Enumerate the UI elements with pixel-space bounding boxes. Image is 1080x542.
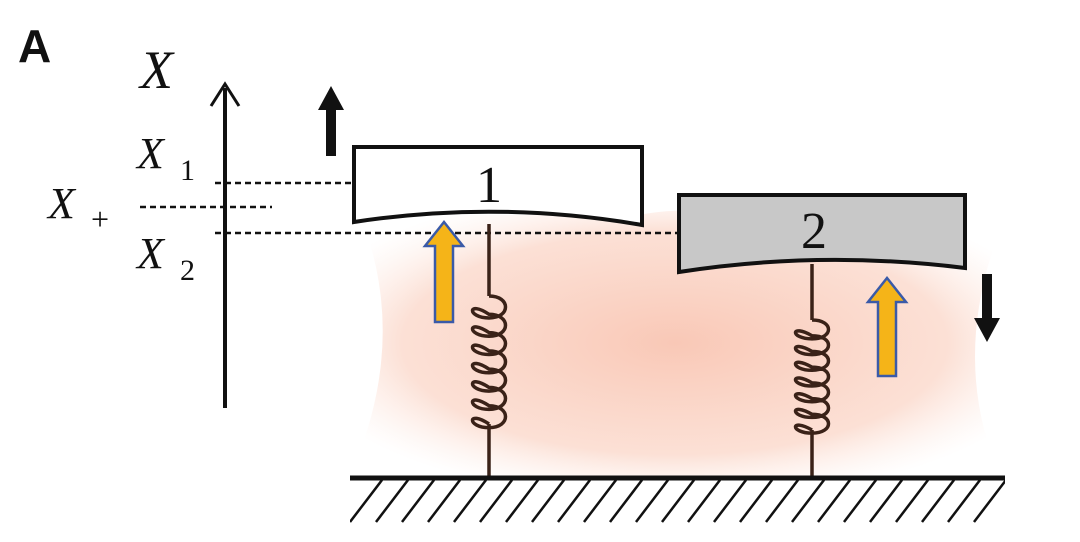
- level-x1-label: X 1: [135, 129, 195, 187]
- ground-hatch-line: [713, 480, 747, 523]
- force-arrow-2-icon: [865, 275, 909, 378]
- ground-hatch-line: [921, 480, 955, 523]
- ground-hatch-line: [557, 480, 591, 523]
- ground-hatch-line: [531, 480, 565, 523]
- svg-text:X: X: [46, 179, 77, 228]
- force-arrow-1-icon: [422, 219, 466, 324]
- ground-hatch-line: [401, 480, 435, 523]
- ground-hatch-line: [817, 480, 851, 523]
- ground-hatch-line: [375, 480, 409, 523]
- ground-hatch-line: [687, 480, 721, 523]
- ground-hatch-line: [609, 480, 643, 523]
- ground: [350, 475, 1005, 523]
- ground-hatch-line: [350, 480, 383, 523]
- spring-2: [793, 264, 831, 476]
- plate-1: 1: [352, 145, 644, 228]
- ground-hatch-line: [505, 480, 539, 523]
- coupling-glow: [350, 210, 1000, 476]
- motion-up-arrow-icon: [318, 86, 344, 156]
- plate-2: 2: [677, 193, 967, 275]
- ground-hatch-line: [739, 480, 773, 523]
- svg-text:+: +: [91, 201, 109, 237]
- ground-hatch-line: [427, 480, 461, 523]
- svg-text:X: X: [135, 129, 166, 178]
- ground-hatch-line: [635, 480, 669, 523]
- svg-text:2: 2: [180, 254, 195, 287]
- level-xplus-label: X +: [46, 179, 109, 237]
- svg-text:X: X: [135, 229, 166, 278]
- ground-hatch-line: [973, 480, 1005, 523]
- axis-label: X: [138, 40, 175, 100]
- ground-hatch-line: [895, 480, 929, 523]
- ground-hatch-line: [583, 480, 617, 523]
- ground-hatch-line: [843, 480, 877, 523]
- panel-label: A: [18, 20, 51, 72]
- ground-hatch-line: [479, 480, 513, 523]
- ground-hatch-line: [765, 480, 799, 523]
- ground-hatch-line: [791, 480, 825, 523]
- vertical-axis: [209, 81, 241, 408]
- ground-hatch-line: [453, 480, 487, 523]
- ground-hatch-line: [947, 480, 981, 523]
- axis-arrow-icon: [209, 81, 241, 107]
- motion-down-arrow-icon: [974, 274, 1000, 342]
- ground-hatch-line: [869, 480, 903, 523]
- svg-text:1: 1: [180, 154, 195, 187]
- ground-hatch-line: [661, 480, 695, 523]
- plate-2-number: 2: [801, 203, 827, 260]
- level-x2-label: X 2: [135, 229, 195, 287]
- spring-1: [470, 224, 508, 476]
- plate-1-number: 1: [476, 157, 502, 214]
